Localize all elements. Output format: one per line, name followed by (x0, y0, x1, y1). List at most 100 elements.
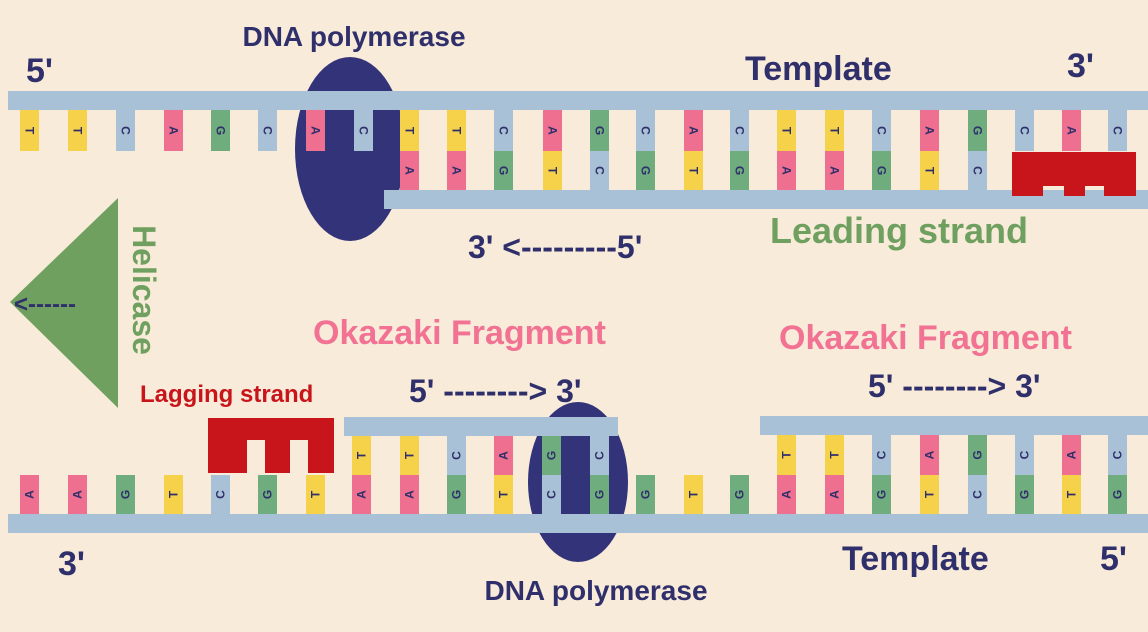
top-template-base: C (1108, 110, 1127, 151)
bottom-template-base: A (20, 475, 39, 514)
bottom-template-base: G (636, 475, 655, 514)
helicase-arrow: <------ (14, 291, 76, 318)
svg-text:C: C (119, 126, 133, 135)
top-template-base: C (636, 110, 655, 151)
okazaki-right-backbone (760, 416, 1148, 435)
svg-text:G: G (639, 166, 653, 175)
svg-text:A: A (828, 490, 842, 499)
svg-text:G: G (1111, 490, 1125, 499)
svg-text:T: T (167, 490, 181, 498)
bottom-template-base: T (684, 475, 703, 514)
bottom-template-base: T (920, 475, 939, 514)
five-prime-bottom-right: 5' (1100, 540, 1127, 578)
top-template-base: A (1062, 110, 1081, 151)
okazaki-right-direction-label: 5' --------> 3' (868, 368, 1041, 404)
top-template-base: A (543, 110, 562, 151)
svg-text:G: G (593, 490, 607, 499)
three-prime-top-right: 3' (1067, 47, 1094, 85)
leading-strand-base: T (920, 151, 939, 190)
svg-text:A: A (403, 490, 417, 499)
okazaki-right-base: C (1108, 435, 1127, 475)
svg-text:C: C (545, 490, 559, 499)
bottom-template-backbone (8, 514, 1148, 533)
leading-strand-base: C (968, 151, 987, 190)
leading-strand-base: T (684, 151, 703, 190)
svg-text:A: A (1065, 126, 1079, 135)
bottom-template-base: A (777, 475, 796, 514)
svg-text:G: G (497, 166, 511, 175)
template-bottom-label: Template (842, 540, 989, 578)
svg-text:G: G (1018, 490, 1032, 499)
svg-text:T: T (687, 167, 701, 175)
top-template-base: A (920, 110, 939, 151)
bottom-template-base: A (825, 475, 844, 514)
svg-text:T: T (780, 127, 794, 135)
svg-text:C: C (261, 126, 275, 135)
svg-text:T: T (450, 127, 464, 135)
leading-direction-label: 3' <---------5' (468, 229, 642, 265)
bottom-template-base: G (447, 475, 466, 514)
svg-text:C: C (357, 126, 371, 135)
bottom-template-base: A (68, 475, 87, 514)
top-template-base: C (116, 110, 135, 151)
svg-text:C: C (971, 166, 985, 175)
leading-strand-base: A (447, 151, 466, 190)
okazaki-fragment-left-label: Okazaki Fragment (313, 314, 606, 352)
bottom-template-base: G (258, 475, 277, 514)
top-template-base: T (400, 110, 419, 151)
svg-text:T: T (23, 127, 37, 135)
top-template-base: C (1015, 110, 1034, 151)
top-template-base: C (494, 110, 513, 151)
top-template-base: G (211, 110, 230, 151)
bottom-template-base: T (1062, 475, 1081, 514)
svg-text:T: T (923, 490, 937, 498)
svg-text:T: T (780, 451, 794, 459)
svg-text:G: G (971, 126, 985, 135)
top-template-base: T (20, 110, 39, 151)
bottom-template-base: A (352, 475, 371, 514)
okazaki-right-base: G (968, 435, 987, 475)
leading-strand-label: Leading strand (770, 210, 1028, 251)
svg-text:A: A (780, 490, 794, 499)
top-template-base: A (306, 110, 325, 151)
top-template-base: C (258, 110, 277, 151)
svg-text:C: C (1111, 126, 1125, 135)
okazaki-right-base: A (1062, 435, 1081, 475)
okazaki-right-base: A (920, 435, 939, 475)
okazaki-left-backbone (344, 417, 618, 436)
svg-text:T: T (309, 490, 323, 498)
svg-text:A: A (828, 166, 842, 175)
top-template-base: A (164, 110, 183, 151)
top-template-base: T (447, 110, 466, 151)
okazaki-left-base: A (494, 436, 513, 475)
okazaki-right-base: C (1015, 435, 1034, 475)
svg-text:A: A (309, 126, 323, 135)
bottom-template-base: C (211, 475, 230, 514)
svg-text:T: T (687, 490, 701, 498)
bottom-template-base: G (1108, 475, 1127, 514)
svg-text:A: A (355, 490, 369, 499)
bottom-template-base: T (306, 475, 325, 514)
top-template-base: G (968, 110, 987, 151)
svg-text:A: A (1065, 450, 1079, 459)
top-template-base: C (872, 110, 891, 151)
okazaki-left-base: G (542, 436, 561, 475)
svg-text:A: A (450, 166, 464, 175)
okazaki-left-base: C (590, 436, 609, 475)
rna-primer-lagging (208, 418, 334, 473)
svg-text:A: A (23, 490, 37, 499)
okazaki-left-base: T (400, 436, 419, 475)
svg-text:G: G (733, 166, 747, 175)
bottom-template-base: G (590, 475, 609, 514)
svg-text:C: C (971, 490, 985, 499)
svg-text:C: C (214, 490, 228, 499)
five-prime-top-left: 5' (26, 52, 53, 90)
svg-text:C: C (593, 451, 607, 460)
svg-text:G: G (971, 450, 985, 459)
bottom-template-base: A (400, 475, 419, 514)
svg-text:G: G (733, 490, 747, 499)
svg-text:A: A (403, 166, 417, 175)
leading-strand-backbone (384, 190, 1148, 209)
